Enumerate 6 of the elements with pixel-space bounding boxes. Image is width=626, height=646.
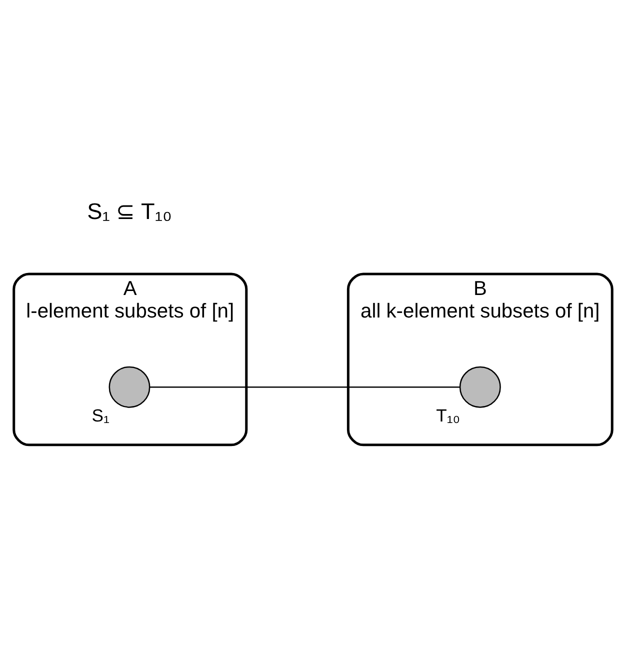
label: S₁ ⊆ T₁₀	[87, 199, 172, 224]
connector	[150, 386, 460, 388]
node-circle	[459, 366, 501, 408]
node-label: S₁	[92, 405, 110, 426]
node-label: T₁₀	[436, 405, 460, 426]
node-circle	[108, 366, 150, 408]
